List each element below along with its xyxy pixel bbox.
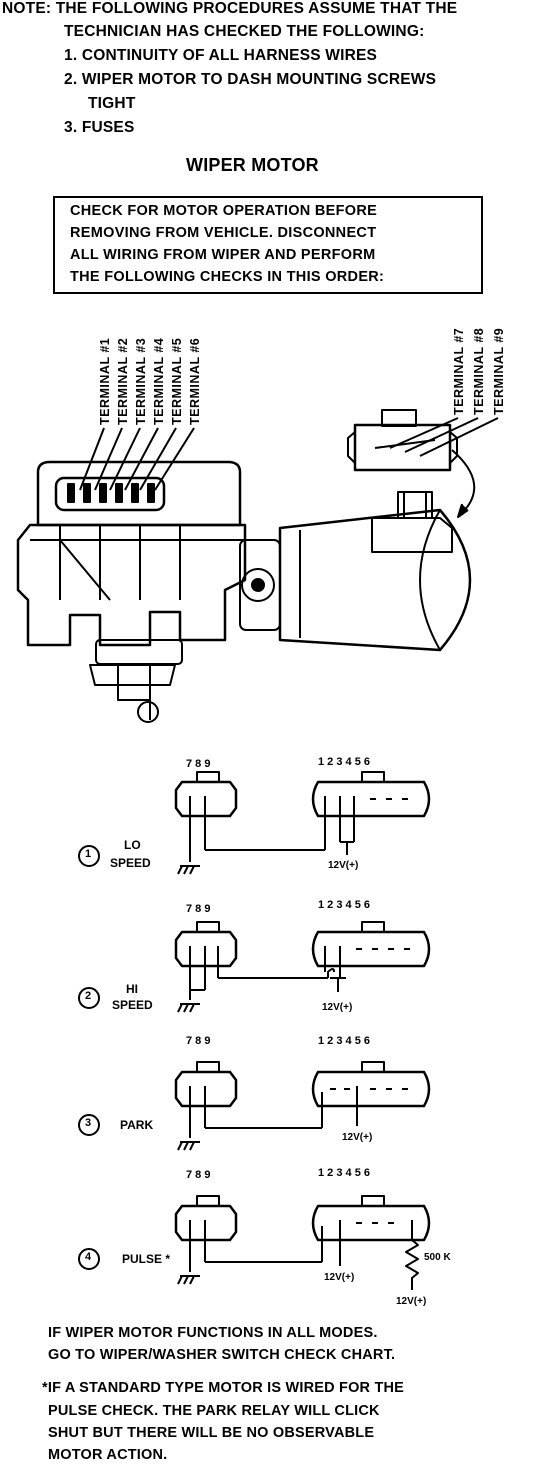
page-title: WIPER MOTOR bbox=[186, 155, 319, 175]
step-1-number: 1 bbox=[85, 848, 92, 860]
pins-789-check-3: 7 8 9 bbox=[186, 1035, 211, 1047]
pins-789-check-2: 7 8 9 bbox=[186, 903, 211, 915]
check-4-supply: 12V(+) bbox=[324, 1272, 355, 1283]
check-2-supply: 12V(+) bbox=[322, 1002, 353, 1013]
check-2-label: HI bbox=[126, 982, 138, 996]
instruction-line-1: CHECK FOR MOTOR OPERATION BEFORE bbox=[70, 203, 378, 219]
check-2-label-2: SPEED bbox=[112, 998, 153, 1012]
check-2-diagram bbox=[174, 921, 431, 1013]
check-4-diagram bbox=[174, 1195, 431, 1290]
pins-1-6-check-1: 1 2 3 4 5 6 bbox=[318, 756, 370, 768]
note-item-2-cont: TIGHT bbox=[88, 95, 136, 112]
pins-1-6-check-4: 1 2 3 4 5 6 bbox=[318, 1167, 370, 1179]
terminal-leaders bbox=[79, 417, 499, 491]
note-line-2: TECHNICIAN HAS CHECKED THE FOLLOWING: bbox=[64, 23, 425, 40]
footer-line-3: *IF A STANDARD TYPE MOTOR IS WIRED FOR T… bbox=[42, 1380, 405, 1396]
instruction-line-3: ALL WIRING FROM WIPER AND PERFORM bbox=[70, 247, 376, 263]
check-1-label-2: SPEED bbox=[110, 856, 151, 870]
note-item-3: 3. FUSES bbox=[64, 119, 135, 136]
check-1-supply: 12V(+) bbox=[328, 860, 359, 871]
footer-line-6: MOTOR ACTION. bbox=[48, 1447, 168, 1463]
check-1-label: LO bbox=[124, 838, 141, 852]
instruction-line-2: REMOVING FROM VEHICLE. DISCONNECT bbox=[70, 225, 377, 241]
instruction-box bbox=[53, 196, 483, 294]
check-4-resistor: 500 K bbox=[424, 1252, 451, 1263]
check-3-diagram bbox=[174, 1061, 431, 1151]
step-2-circle bbox=[78, 987, 100, 1009]
pins-789-check-1: 7 8 9 bbox=[186, 758, 211, 770]
step-4-circle bbox=[78, 1248, 100, 1270]
note-line-1: NOTE: THE FOLLOWING PROCEDURES ASSUME TH… bbox=[2, 0, 458, 17]
note-item-2: 2. WIPER MOTOR TO DASH MOUNTING SCREWS bbox=[64, 71, 437, 88]
footer-line-4: PULSE CHECK. THE PARK RELAY WILL CLICK bbox=[48, 1403, 380, 1419]
step-2-number: 2 bbox=[85, 990, 92, 1002]
check-1-diagram bbox=[174, 771, 431, 875]
footer-line-1: IF WIPER MOTOR FUNCTIONS IN ALL MODES. bbox=[48, 1325, 378, 1341]
instruction-line-4: THE FOLLOWING CHECKS IN THIS ORDER: bbox=[70, 269, 385, 285]
step-4-number: 4 bbox=[85, 1251, 92, 1263]
step-3-number: 3 bbox=[85, 1117, 92, 1129]
footer-line-2: GO TO WIPER/WASHER SWITCH CHECK CHART. bbox=[48, 1347, 396, 1363]
check-3-supply: 12V(+) bbox=[342, 1132, 373, 1143]
step-3-circle bbox=[78, 1114, 100, 1136]
pins-1-6-check-2: 1 2 3 4 5 6 bbox=[318, 899, 370, 911]
pins-789-check-4: 7 8 9 bbox=[186, 1169, 211, 1181]
check-3-label: PARK bbox=[120, 1118, 154, 1132]
pins-1-6-check-3: 1 2 3 4 5 6 bbox=[318, 1035, 370, 1047]
note-item-1: 1. CONTINUITY OF ALL HARNESS WIRES bbox=[64, 47, 378, 64]
footer-line-5: SHUT BUT THERE WILL BE NO OBSERVABLE bbox=[48, 1425, 375, 1441]
step-1-circle bbox=[78, 845, 100, 867]
check-4-label: PULSE * bbox=[122, 1252, 171, 1266]
check-4-supply-2: 12V(+) bbox=[396, 1296, 427, 1307]
